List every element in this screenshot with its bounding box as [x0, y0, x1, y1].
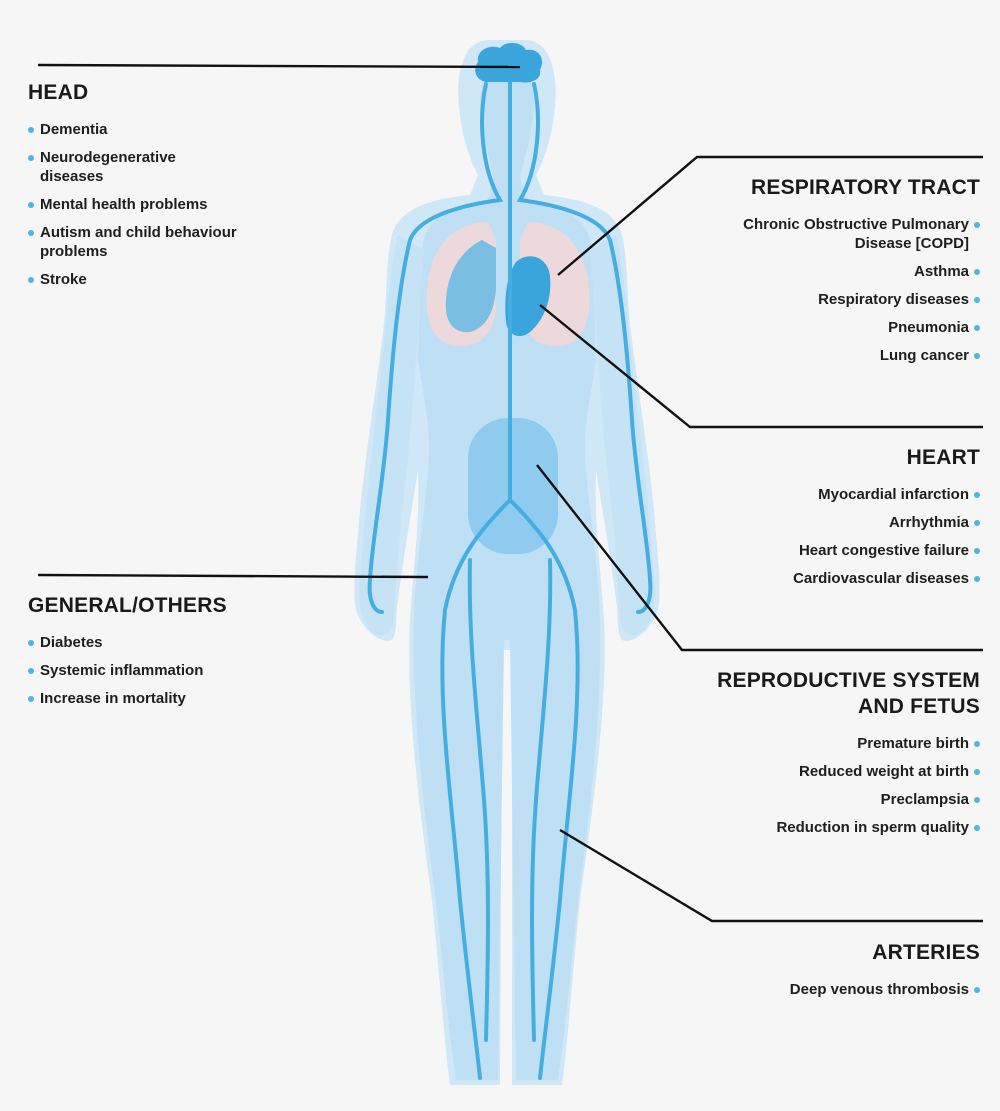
list-item: Heart congestive failure [793, 541, 980, 560]
bullet-dot [974, 548, 980, 554]
bullet-dot [28, 277, 34, 283]
list-item: Asthma [743, 262, 980, 281]
bullet-dot [28, 230, 34, 236]
bullet-dot [974, 797, 980, 803]
list-item: Chronic Obstructive Pulmonary Disease [C… [743, 215, 980, 253]
section-general: GENERAL/OTHERS Diabetes Systemic inflamm… [28, 593, 227, 717]
list-item: Dementia [28, 120, 237, 139]
section-title: GENERAL/OTHERS [28, 593, 227, 619]
bullet-dot [974, 492, 980, 498]
section-reproductive: REPRODUCTIVE SYSTEM AND FETUS Premature … [717, 668, 980, 846]
bullet-dot [974, 353, 980, 359]
list-item: Stroke [28, 270, 237, 289]
bullet-dot [28, 127, 34, 133]
section-title: ARTERIES [790, 940, 980, 966]
list-item: Cardiovascular diseases [793, 569, 980, 588]
item-list: Premature birth Reduced weight at birth … [717, 734, 980, 837]
item-list: Diabetes Systemic inflammation Increase … [28, 633, 227, 708]
leader-line-head [38, 65, 520, 67]
list-item: Myocardial infarction [793, 485, 980, 504]
list-item: Deep venous thrombosis [790, 980, 980, 999]
bullet-dot [974, 825, 980, 831]
list-item: Preclampsia [717, 790, 980, 809]
bullet-dot [28, 640, 34, 646]
list-item: Premature birth [717, 734, 980, 753]
bullet-dot [974, 987, 980, 993]
section-title: REPRODUCTIVE SYSTEM AND FETUS [717, 668, 980, 720]
item-list: Myocardial infarction Arrhythmia Heart c… [793, 485, 980, 588]
bullet-dot [28, 155, 34, 161]
bullet-dot [974, 222, 980, 228]
list-item: Mental health problems [28, 195, 237, 214]
section-arteries: ARTERIES Deep venous thrombosis [790, 940, 980, 1008]
item-list: Chronic Obstructive Pulmonary Disease [C… [743, 215, 980, 365]
bullet-dot [28, 668, 34, 674]
section-heart: HEART Myocardial infarction Arrhythmia H… [793, 445, 980, 597]
list-item: Reduction in sperm quality [717, 818, 980, 837]
bullet-dot [974, 576, 980, 582]
bullet-dot [974, 325, 980, 331]
section-title: HEART [793, 445, 980, 471]
list-item: Neurodegenerative diseases [28, 148, 237, 186]
section-title: HEAD [28, 80, 237, 106]
list-item: Systemic inflammation [28, 661, 227, 680]
bullet-dot [974, 741, 980, 747]
section-title: RESPIRATORY TRACT [743, 175, 980, 201]
item-list: Dementia Neurodegenerative diseases Ment… [28, 120, 237, 289]
bullet-dot [974, 297, 980, 303]
section-head: HEAD Dementia Neurodegenerative diseases… [28, 80, 237, 298]
list-item: Increase in mortality [28, 689, 227, 708]
bullet-dot [28, 696, 34, 702]
bullet-dot [974, 769, 980, 775]
list-item: Arrhythmia [793, 513, 980, 532]
section-respiratory: RESPIRATORY TRACT Chronic Obstructive Pu… [743, 175, 980, 374]
list-item: Autism and child behaviour problems [28, 223, 237, 261]
bullet-dot [28, 202, 34, 208]
bullet-dot [974, 269, 980, 275]
list-item: Respiratory diseases [743, 290, 980, 309]
list-item: Pneumonia [743, 318, 980, 337]
list-item: Reduced weight at birth [717, 762, 980, 781]
body-silhouette-inner [414, 70, 601, 1080]
list-item: Lung cancer [743, 346, 980, 365]
item-list: Deep venous thrombosis [790, 980, 980, 999]
bullet-dot [974, 520, 980, 526]
list-item: Diabetes [28, 633, 227, 652]
